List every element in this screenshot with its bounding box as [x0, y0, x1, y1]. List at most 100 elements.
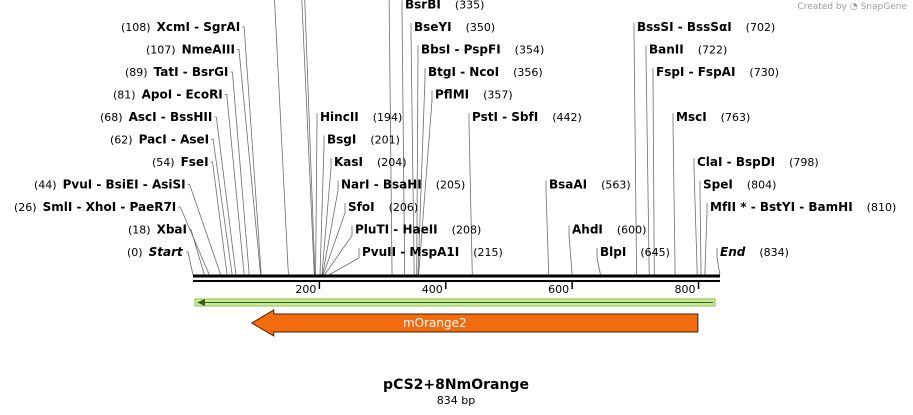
site-position: (201) — [370, 134, 400, 147]
site-position: (730) — [749, 66, 779, 79]
restriction-site[interactable] — [568, 225, 573, 276]
restriction-site[interactable] — [321, 158, 332, 276]
restriction-site[interactable] — [210, 161, 228, 276]
site-leader-line — [322, 203, 346, 276]
restriction-site[interactable] — [328, 248, 360, 276]
site-name: BseYI — [414, 20, 452, 34]
site-label: End(834) — [720, 245, 789, 259]
restriction-site[interactable] — [322, 180, 339, 276]
site-label: AhdI(600) — [572, 223, 646, 237]
site-label: SpeI(804) — [703, 178, 776, 192]
site-label: BsrBI(335) — [405, 0, 484, 12]
site-leader-line — [672, 113, 676, 276]
restriction-site[interactable] — [693, 158, 698, 276]
site-leader-line — [230, 71, 250, 276]
plasmid-length: 834 bp — [437, 394, 475, 407]
restriction-site[interactable] — [418, 90, 433, 276]
restriction-site[interactable] — [242, 26, 262, 276]
site-name: BsaAI — [549, 178, 587, 192]
site-leader-line — [236, 49, 262, 276]
site-position: (645) — [640, 246, 670, 259]
site-leader-line — [301, 0, 315, 276]
restriction-site[interactable] — [704, 203, 708, 276]
site-leader-line — [410, 23, 415, 276]
site-position: (54) — [152, 156, 175, 169]
site-label: PflMI(357) — [435, 88, 513, 102]
restriction-site[interactable] — [322, 203, 346, 276]
site-name: NarI - BsaHI — [341, 178, 422, 192]
site-leader-line — [417, 68, 426, 276]
site-label: BsaAI(563) — [549, 178, 631, 192]
restriction-site[interactable] — [236, 49, 262, 276]
restriction-site[interactable] — [468, 113, 473, 276]
site-leader-line — [178, 206, 210, 276]
site-name: HincII — [320, 110, 359, 124]
site-leader-line — [693, 158, 698, 276]
site-name: SpeI — [703, 178, 733, 192]
site-position: (442) — [552, 111, 582, 124]
site-position: (204) — [377, 156, 407, 169]
restriction-site[interactable] — [672, 113, 676, 276]
site-label: BsgI(201) — [327, 133, 400, 147]
restriction-site[interactable] — [401, 0, 406, 276]
site-leader-line — [274, 0, 289, 276]
site-position: (81) — [113, 89, 136, 102]
site-name: ClaI - BspDI — [697, 155, 775, 169]
site-label: BseYI(350) — [414, 20, 495, 34]
site-position: (62) — [110, 134, 133, 147]
site-position: (810) — [867, 201, 897, 214]
site-position: (354) — [515, 44, 545, 57]
tick-label: 600 — [548, 283, 569, 296]
site-leader-line — [652, 68, 655, 276]
site-leader-line — [418, 90, 433, 276]
site-label: FspI - FspAI(730) — [656, 65, 779, 79]
site-label: MfII * - BstYI - BamHI(810) — [710, 200, 896, 214]
site-name: PluTI - HaeII — [355, 223, 438, 237]
snapgene-logo-icon: ◔ — [849, 2, 858, 12]
site-name: MscI — [676, 110, 707, 124]
restriction-site[interactable] — [699, 180, 702, 276]
restriction-site[interactable] — [319, 135, 325, 276]
site-leader-line — [304, 0, 316, 276]
restriction-site[interactable] — [272, 0, 289, 276]
restriction-site[interactable] — [300, 0, 316, 276]
restriction-site[interactable] — [187, 184, 222, 276]
site-name: BssSI - BssSαI — [637, 20, 732, 34]
restriction-site[interactable] — [410, 23, 415, 276]
site-position: (722) — [698, 44, 728, 57]
restriction-site[interactable] — [297, 0, 315, 276]
restriction-site[interactable] — [185, 251, 194, 276]
site-label: (68)AscI - BssHII — [100, 110, 212, 124]
restriction-site[interactable] — [388, 0, 393, 276]
restriction-site[interactable] — [214, 116, 237, 276]
site-leader-line — [401, 0, 406, 276]
site-label: (62)PacI - AseI — [110, 133, 209, 147]
tick-label: 400 — [422, 283, 443, 296]
restriction-site[interactable] — [178, 206, 210, 276]
site-label: (108)XcmI - SgrAI — [121, 20, 240, 34]
feature-arrow[interactable] — [250, 309, 699, 337]
site-label: (81)ApoI - EcoRI — [113, 88, 223, 102]
restriction-site[interactable] — [324, 225, 353, 276]
site-leader-line — [185, 251, 194, 276]
restriction-site[interactable] — [652, 68, 655, 276]
site-leader-line — [716, 248, 721, 276]
restriction-site[interactable] — [716, 248, 721, 276]
restriction-site[interactable] — [645, 45, 650, 276]
restriction-site[interactable] — [596, 248, 601, 276]
restriction-site[interactable] — [315, 113, 318, 276]
site-leader-line — [645, 45, 650, 276]
restriction-site[interactable] — [417, 68, 426, 276]
restriction-site[interactable] — [633, 23, 637, 276]
site-position: (89) — [125, 66, 148, 79]
restriction-site[interactable] — [224, 94, 245, 276]
site-leader-line — [468, 113, 473, 276]
restriction-site[interactable] — [230, 71, 250, 276]
site-label: (54)FseI — [152, 155, 209, 169]
restriction-site[interactable] — [545, 180, 550, 276]
site-label: PluTI - HaeII(208) — [355, 223, 481, 237]
restriction-site[interactable] — [211, 139, 233, 276]
site-leader-line — [633, 23, 637, 276]
restriction-site[interactable] — [416, 45, 419, 276]
